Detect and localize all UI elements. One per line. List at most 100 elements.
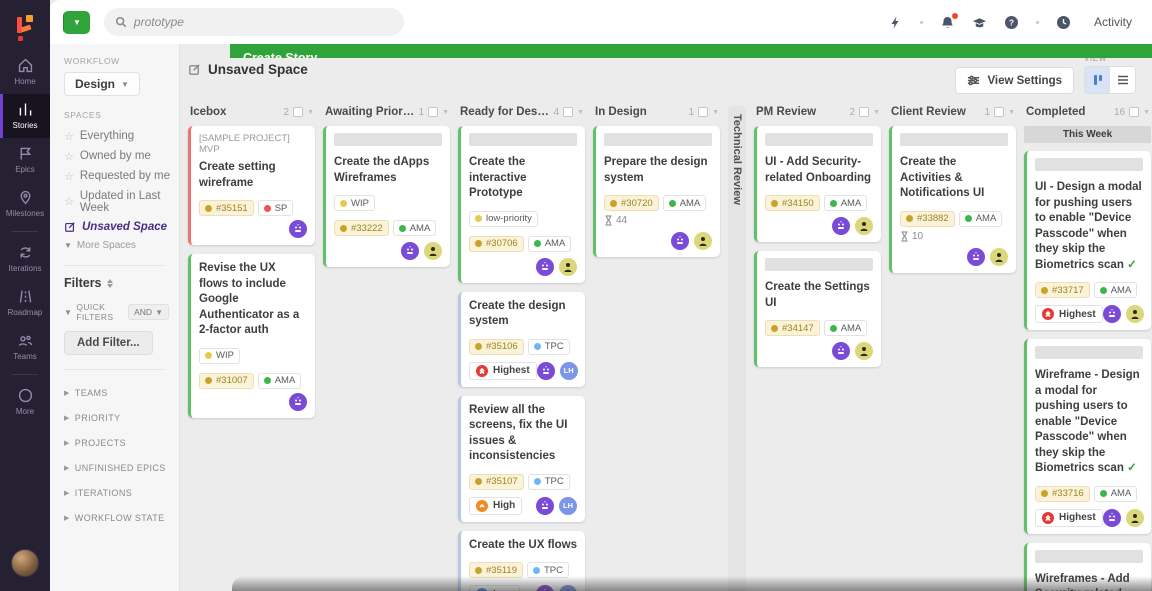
owner-badge[interactable]: AMA (257, 372, 302, 389)
help-icon[interactable]: ? (1004, 15, 1019, 30)
column-checkbox[interactable] (859, 107, 870, 117)
create-story-dropdown[interactable]: ▼ (63, 10, 90, 34)
edit-icon[interactable] (188, 63, 201, 76)
story-id-badge[interactable]: #33882 (900, 210, 955, 227)
column-menu-caret[interactable]: ▼ (442, 108, 449, 116)
story-card[interactable]: Create the dApps Wireframes WIP #33222 A… (323, 126, 450, 268)
nav-epics[interactable]: Epics (0, 138, 50, 182)
column-checkbox[interactable] (994, 107, 1005, 117)
owner-badge[interactable]: AMA (662, 195, 707, 212)
user-avatar[interactable] (11, 549, 39, 577)
owner-badge[interactable]: AMA (527, 235, 572, 252)
bot-avatar[interactable] (967, 247, 985, 266)
person-avatar[interactable] (1125, 508, 1144, 527)
column-checkbox[interactable] (563, 107, 574, 117)
story-card[interactable]: Wireframes - Add Security-related Onboar… (1024, 542, 1151, 591)
section-projects[interactable]: ▶PROJECTS (64, 437, 127, 448)
activity-button[interactable]: Activity (1088, 15, 1132, 29)
owner-badge[interactable]: AMA (1093, 282, 1138, 299)
column-menu-caret[interactable]: ▼ (712, 108, 719, 116)
priority-badge[interactable]: Highest (469, 361, 537, 380)
label-badge[interactable]: WIP (199, 347, 240, 364)
nav-home[interactable]: Home (0, 50, 50, 94)
nav-stories[interactable]: Stories (0, 94, 50, 138)
bell-icon[interactable] (940, 12, 958, 30)
clock-icon[interactable] (1056, 15, 1071, 30)
story-id-badge[interactable]: #35119 (469, 562, 523, 579)
column-menu-caret[interactable]: ▼ (307, 108, 314, 116)
nav-teams[interactable]: Teams (0, 325, 50, 369)
story-card[interactable]: Review all the screens, fix the UI issue… (458, 395, 585, 522)
add-filter-button[interactable]: Add Filter... (64, 331, 153, 355)
column-checkbox[interactable] (428, 107, 439, 117)
story-card[interactable]: Create the Activities & Notifications UI… (889, 126, 1016, 273)
star-icon[interactable]: ☆ (64, 196, 74, 208)
story-id-badge[interactable]: #34150 (765, 195, 820, 212)
story-card[interactable]: UI - Design a modal for pushing users to… (1024, 151, 1151, 331)
bot-avatar[interactable] (671, 232, 689, 251)
owner-badge[interactable]: AMA (958, 210, 1003, 227)
story-card[interactable]: Prepare the design system #30720 AMA 44 (593, 126, 720, 258)
story-id-badge[interactable]: #31007 (199, 372, 254, 389)
search-input[interactable]: prototype (103, 8, 404, 36)
column-menu-caret[interactable]: ▼ (873, 108, 880, 116)
priority-badge[interactable]: Highest (1035, 305, 1103, 324)
bot-avatar[interactable] (289, 392, 307, 411)
person-avatar[interactable] (694, 232, 712, 251)
nav-milestones[interactable]: Milestones (0, 182, 50, 226)
bot-avatar[interactable] (536, 361, 555, 380)
star-icon[interactable]: ☆ (64, 150, 74, 163)
priority-badge[interactable]: Highest (1035, 508, 1103, 527)
space-unsaved[interactable]: Unsaved Space (64, 217, 179, 236)
story-card[interactable]: Create the Settings UI #34147 AMA (754, 251, 881, 368)
bot-avatar[interactable] (536, 585, 554, 591)
section-workflow-state[interactable]: ▶WORKFLOW STATE (64, 512, 165, 523)
lightning-icon[interactable] (888, 15, 903, 30)
story-id-badge[interactable]: #33222 (334, 220, 389, 237)
section-unfinished-epics[interactable]: ▶UNFINISHED EPICS (64, 462, 166, 473)
and-or-select[interactable]: AND▼ (128, 304, 169, 320)
initials-avatar[interactable]: LH (559, 496, 577, 515)
story-card[interactable]: Wireframe - Design a modal for pushing u… (1024, 339, 1151, 534)
bot-avatar[interactable] (536, 496, 554, 515)
person-avatar[interactable] (424, 242, 442, 261)
section-iterations[interactable]: ▶ITERATIONS (64, 487, 133, 498)
bot-avatar[interactable] (1102, 305, 1121, 324)
owner-badge[interactable]: AMA (392, 220, 437, 237)
list-view-button[interactable] (1110, 67, 1135, 93)
initials-avatar[interactable]: LH (559, 361, 578, 380)
person-avatar[interactable] (990, 247, 1008, 266)
story-id-badge[interactable]: #35106 (469, 338, 524, 355)
owner-badge[interactable]: AMA (823, 320, 868, 337)
star-icon[interactable]: ☆ (64, 170, 74, 183)
bot-avatar[interactable] (289, 220, 307, 239)
create-story-button[interactable]: Create Story ▼ (63, 10, 1152, 58)
story-card[interactable]: Create the UX flows #35119 TPC Low LH (458, 530, 585, 591)
owner-badge[interactable]: SP (257, 200, 294, 217)
shortcut-logo[interactable] (0, 0, 50, 50)
section-priority[interactable]: ▶PRIORITY (64, 412, 121, 423)
owner-badge[interactable]: AMA (823, 195, 868, 212)
space-everything[interactable]: ☆Everything (64, 130, 135, 143)
owner-badge[interactable]: TPC (527, 338, 570, 355)
column-checkbox[interactable] (698, 107, 709, 117)
column-technical-review-collapsed[interactable]: Technical Review (728, 106, 746, 591)
story-id-badge[interactable]: #30706 (469, 235, 524, 252)
story-card[interactable]: Create the interactive Prototype low-pri… (458, 126, 585, 283)
story-id-badge[interactable]: #35151 (199, 200, 254, 217)
bot-avatar[interactable] (832, 342, 850, 361)
workflow-select[interactable]: Design▼ (64, 72, 140, 96)
column-checkbox[interactable] (293, 107, 304, 117)
column-menu-caret[interactable]: ▼ (577, 108, 584, 116)
space-owned-by-me[interactable]: ☆Owned by me (64, 150, 151, 163)
person-avatar[interactable] (559, 257, 577, 276)
person-avatar[interactable] (855, 342, 873, 361)
space-updated-last-week[interactable]: ☆Updated in Last Week (64, 189, 161, 214)
graduation-cap-icon[interactable] (972, 15, 987, 30)
bot-avatar[interactable] (832, 217, 850, 236)
kanban-view-button[interactable] (1085, 67, 1110, 93)
more-spaces[interactable]: ▼More Spaces (64, 240, 136, 251)
label-badge[interactable]: WIP (334, 195, 375, 212)
nav-more[interactable]: More (0, 380, 50, 424)
column-checkbox[interactable] (1129, 107, 1140, 117)
